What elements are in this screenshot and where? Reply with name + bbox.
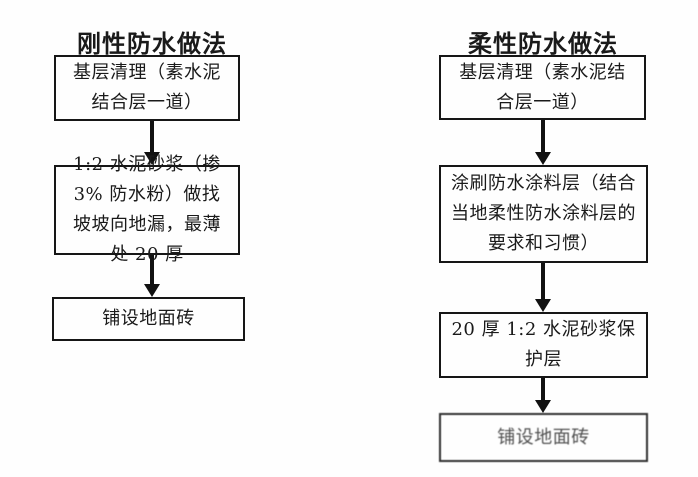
flow-step-box: 20 厚 1:2 水泥砂浆保护层 xyxy=(439,312,648,378)
arrow-down-icon xyxy=(535,378,551,413)
arrow-down-icon xyxy=(144,255,160,297)
flow-step-box: 铺设地面砖 xyxy=(52,297,245,341)
flow-step-box: 基层清理（素水泥结合层一道） xyxy=(439,55,646,120)
arrow-shaft xyxy=(150,255,154,284)
arrow-head xyxy=(535,400,551,413)
arrow-shaft xyxy=(541,120,545,152)
arrow-head xyxy=(144,152,160,165)
arrow-down-icon xyxy=(144,121,160,165)
arrow-shaft xyxy=(541,378,545,400)
flow-step-box: 1:2 水泥砂浆（掺 3% 防水粉）做找坡坡向地漏，最薄处 20 厚 xyxy=(54,154,240,265)
column-title-flexible: 柔性防水做法 xyxy=(468,29,618,58)
arrow-shaft xyxy=(541,263,545,299)
arrow-down-icon xyxy=(535,120,551,165)
flow-step-box: 涂刷防水涂料层（结合当地柔性防水涂料层的要求和习惯） xyxy=(439,165,648,263)
arrow-head xyxy=(535,152,551,165)
flow-step-box: 铺设地面砖 xyxy=(439,413,648,462)
arrow-head xyxy=(535,299,551,312)
flow-step-box: 基层清理（素水泥结合层一道） xyxy=(54,55,240,121)
arrow-down-icon xyxy=(535,263,551,312)
column-title-rigid: 刚性防水做法 xyxy=(77,29,227,58)
arrow-head xyxy=(144,284,160,297)
arrow-shaft xyxy=(150,121,154,152)
